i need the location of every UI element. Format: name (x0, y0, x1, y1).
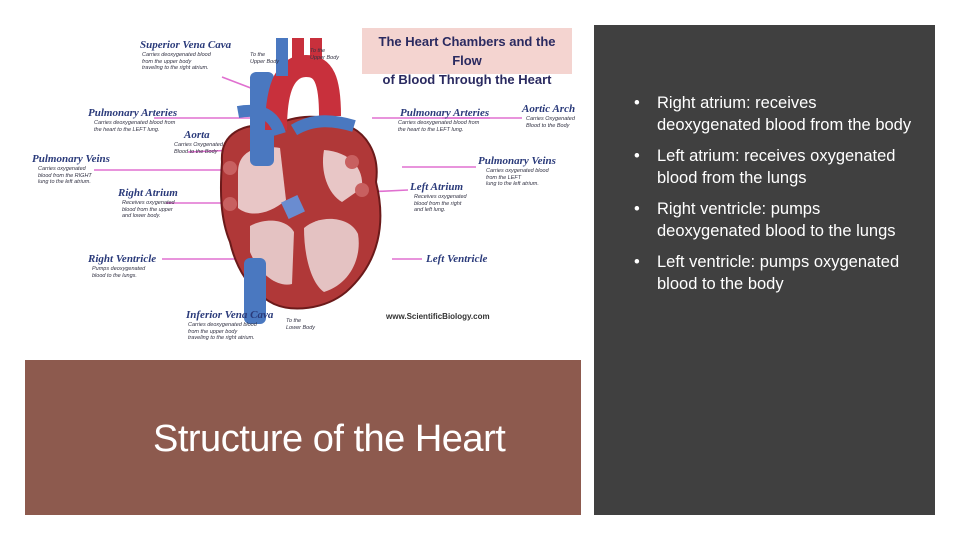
figure-title: The Heart Chambers and the Flow of Blood… (362, 28, 572, 87)
bullet-text: Right ventricle: pumps deoxygenated bloo… (657, 200, 896, 240)
desc-aortic-arch: Carries Oxygenated Blood to the Body (526, 116, 575, 129)
bullet-text: Right atrium: receives deoxygenated bloo… (657, 94, 912, 134)
bullet-item: • Left ventricle: pumps oxygenated blood … (634, 251, 919, 295)
bullet-panel: • Right atrium: receives deoxygenated blo… (594, 25, 935, 515)
desc-right-atrium: Receives oxygenated blood from the upper… (122, 200, 175, 219)
desc-right-ventricle: Pumps deoxygenated blood to the lungs. (92, 266, 146, 279)
watermark: www.ScientificBiology.com (386, 312, 490, 321)
desc-aorta: Carries Oxygenated Blood to the Body (174, 142, 223, 155)
label-to-upper-body-right: To the Upper Body (310, 48, 340, 61)
label-to-lower-body: To the Lower Body (286, 318, 316, 331)
bullet-dot: • (634, 253, 640, 271)
bullet-text: Left ventricle: pumps oxygenated blood t… (657, 253, 900, 293)
label-inferior-vena-cava: Inferior Vena Cava (186, 309, 274, 321)
desc-pulmonary-veins-left: Carries oxygenated blood from the RIGHT … (38, 166, 92, 185)
bullet-dot: • (634, 200, 640, 218)
title-band: Structure of the Heart (25, 360, 581, 515)
desc-pulmonary-veins-right: Carries oxygenated blood from the LEFT l… (486, 168, 549, 187)
bullet-dot: • (634, 94, 640, 112)
label-left-ventricle: Left Ventricle (426, 253, 488, 265)
label-aortic-arch: Aortic Arch (522, 103, 576, 115)
desc-left-atrium: Receives oxygenated blood from the right… (414, 194, 467, 213)
desc-inferior-vena-cava: Carries deoxygenated blood from the uppe… (188, 322, 257, 341)
desc-pulmonary-arteries-left: Carries deoxygenated blood from the hear… (94, 120, 176, 133)
desc-pulmonary-arteries-right: Carries deoxygenated blood from the hear… (398, 120, 480, 133)
desc-superior-vena-cava: Carries deoxygenated blood from the uppe… (142, 52, 211, 71)
label-pulmonary-arteries-left: Pulmonary Arteries (88, 107, 178, 119)
bullet-list: • Right atrium: receives deoxygenated blo… (634, 92, 919, 304)
label-left-atrium: Left Atrium (410, 181, 464, 193)
pointer-lines (94, 76, 522, 260)
blood-vessels (223, 38, 369, 324)
slide-title: Structure of the Heart (153, 418, 506, 460)
label-aorta: Aorta (184, 129, 210, 141)
bullet-text: Left atrium: receives oxygenated blood f… (657, 147, 896, 187)
label-right-ventricle: Right Ventricle (88, 253, 157, 265)
label-right-atrium: Right Atrium (118, 187, 178, 199)
label-pulmonary-veins-left: Pulmonary Veins (32, 153, 110, 165)
heart-illustration (94, 38, 522, 324)
label-pulmonary-veins-right: Pulmonary Veins (478, 155, 556, 167)
label-pulmonary-arteries-right: Pulmonary Arteries (400, 107, 490, 119)
bullet-item: • Right atrium: receives deoxygenated blo… (634, 92, 919, 136)
bullet-item: • Right ventricle: pumps deoxygenated blo… (634, 198, 919, 242)
label-to-upper-body-left: To the Upper Body (250, 52, 280, 65)
bullet-dot: • (634, 147, 640, 165)
label-superior-vena-cava: Superior Vena Cava (140, 39, 232, 51)
bullet-item: • Left atrium: receives oxygenated blood … (634, 145, 919, 189)
heart-diagram: The Heart Chambers and the Flow of Blood… (24, 22, 580, 362)
